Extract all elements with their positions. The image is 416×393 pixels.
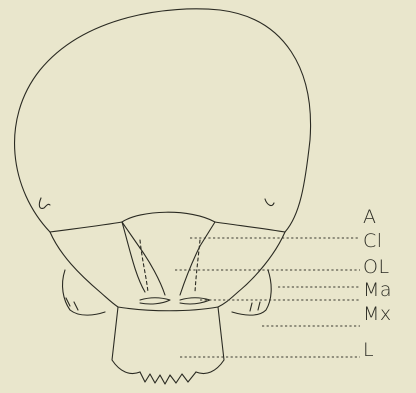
label-OL: OL	[363, 258, 390, 277]
mandible-left	[140, 298, 170, 304]
gena-left	[50, 232, 118, 307]
clypeus	[122, 212, 215, 222]
labium	[112, 307, 224, 374]
head-capsule	[15, 9, 311, 232]
maxilla-right-palp	[250, 302, 260, 311]
labium-base	[140, 372, 196, 384]
label-A: A	[363, 208, 377, 227]
labrum	[140, 246, 200, 295]
maxilla-left-palp	[66, 298, 78, 310]
mandible-right	[180, 298, 210, 304]
head-capsule-rim-right	[215, 222, 285, 232]
antenna-left	[39, 198, 50, 208]
labrum-inner	[122, 222, 145, 292]
label-Ma: Ma	[363, 281, 392, 300]
label-L: L	[363, 341, 374, 360]
label-Mx: Mx	[363, 305, 392, 324]
gena-right	[218, 232, 285, 307]
clypeus-sides	[122, 222, 215, 248]
label-Cl: Cl	[363, 232, 383, 251]
labium-top	[118, 307, 218, 311]
antenna-right	[265, 199, 274, 206]
head-capsule-rim	[50, 222, 122, 232]
